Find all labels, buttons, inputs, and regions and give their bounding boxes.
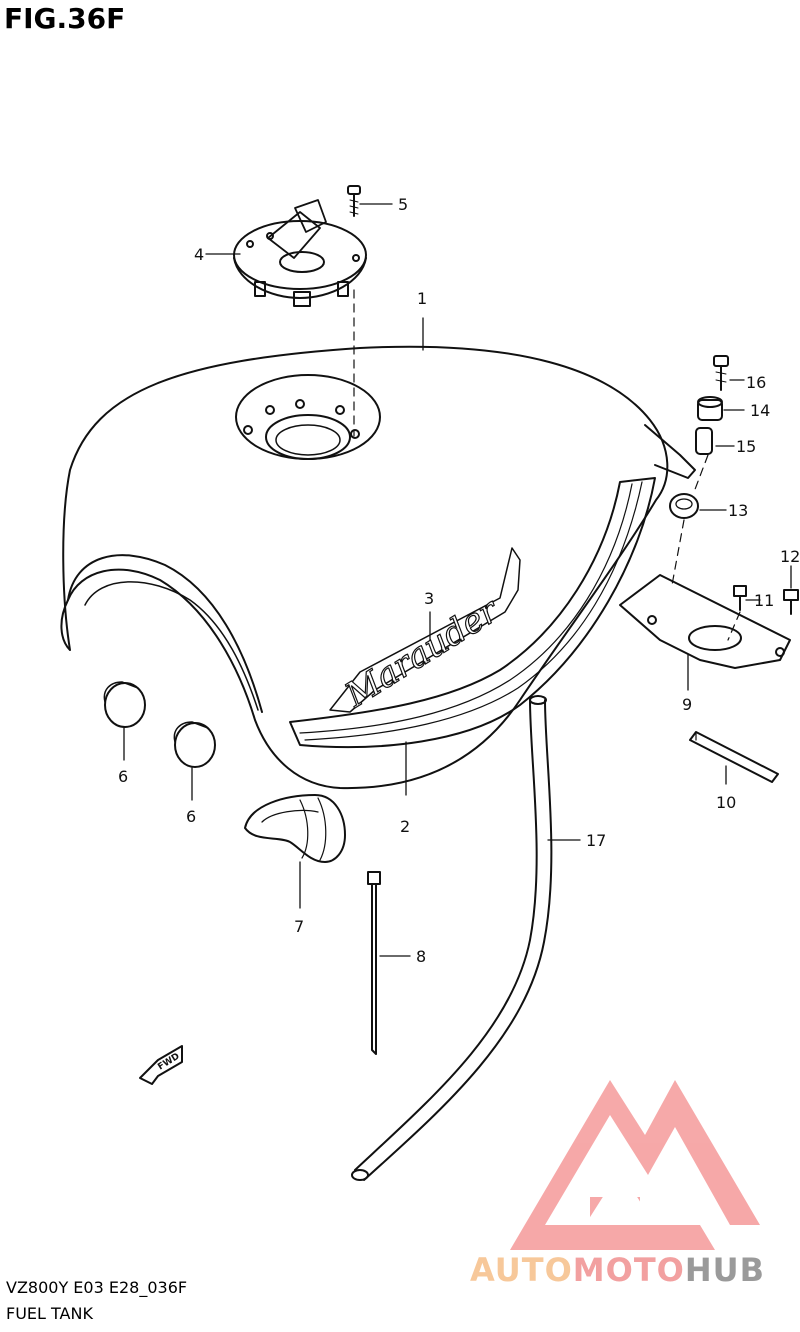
- fuel-cap: [233, 199, 367, 307]
- cushion-7: [244, 794, 346, 863]
- callout-12: 12: [780, 547, 800, 566]
- callout-16: 16: [746, 373, 766, 392]
- filler-opening: [235, 374, 381, 460]
- watermark: AUTOMOTOHUB: [470, 1075, 800, 1295]
- cap-6b: [173, 721, 216, 768]
- grommet-13: [669, 493, 699, 519]
- tank-stripe: [289, 477, 656, 749]
- collar-14: [697, 396, 723, 421]
- strip-10: [689, 731, 779, 783]
- callout-13: 13: [728, 501, 748, 520]
- figure-title: FIG.36F: [4, 2, 126, 35]
- callout-14: 14: [750, 401, 770, 420]
- assembly-lines: [353, 289, 741, 641]
- leader-lines: [123, 203, 792, 957]
- callout-5: 5: [398, 195, 408, 214]
- callout-11: 11: [754, 591, 774, 610]
- callout-8: 8: [416, 947, 426, 966]
- fuel-tank-body: [60, 345, 696, 790]
- watermark-text: AUTOMOTOHUB: [470, 1251, 765, 1289]
- callout-7: 7: [294, 917, 304, 936]
- callout-6a: 6: [118, 767, 128, 786]
- callout-9: 9: [682, 695, 692, 714]
- callout-2: 2: [400, 817, 410, 836]
- bracket-9: [619, 574, 791, 669]
- watermark-moto: MOTO: [572, 1251, 685, 1289]
- spacer-15: [695, 427, 713, 455]
- emblem-text: Marauder: [338, 590, 507, 716]
- cable-tie-8: [367, 871, 381, 1055]
- model-code: VZ800Y E03 E28_036F: [6, 1278, 188, 1297]
- callout-10: 10: [716, 793, 736, 812]
- callout-3: 3: [424, 589, 434, 608]
- callout-1: 1: [417, 289, 427, 308]
- cap-6a: [103, 681, 146, 728]
- screw-5: [347, 185, 361, 217]
- fwd-arrow-icon: [139, 1045, 183, 1085]
- callout-17: 17: [586, 831, 606, 850]
- callout-15: 15: [736, 437, 756, 456]
- bolt-12: [783, 589, 799, 615]
- hose-17: [351, 695, 553, 1181]
- bolt-11: [733, 585, 747, 611]
- callout-4: 4: [194, 245, 204, 264]
- figure-name: FUEL TANK: [6, 1304, 93, 1323]
- bolt-16: [713, 355, 729, 391]
- watermark-auto: AUTO: [470, 1251, 573, 1289]
- watermark-logo-icon: [510, 1080, 760, 1250]
- watermark-hub: HUB: [684, 1251, 766, 1289]
- callout-6b: 6: [186, 807, 196, 826]
